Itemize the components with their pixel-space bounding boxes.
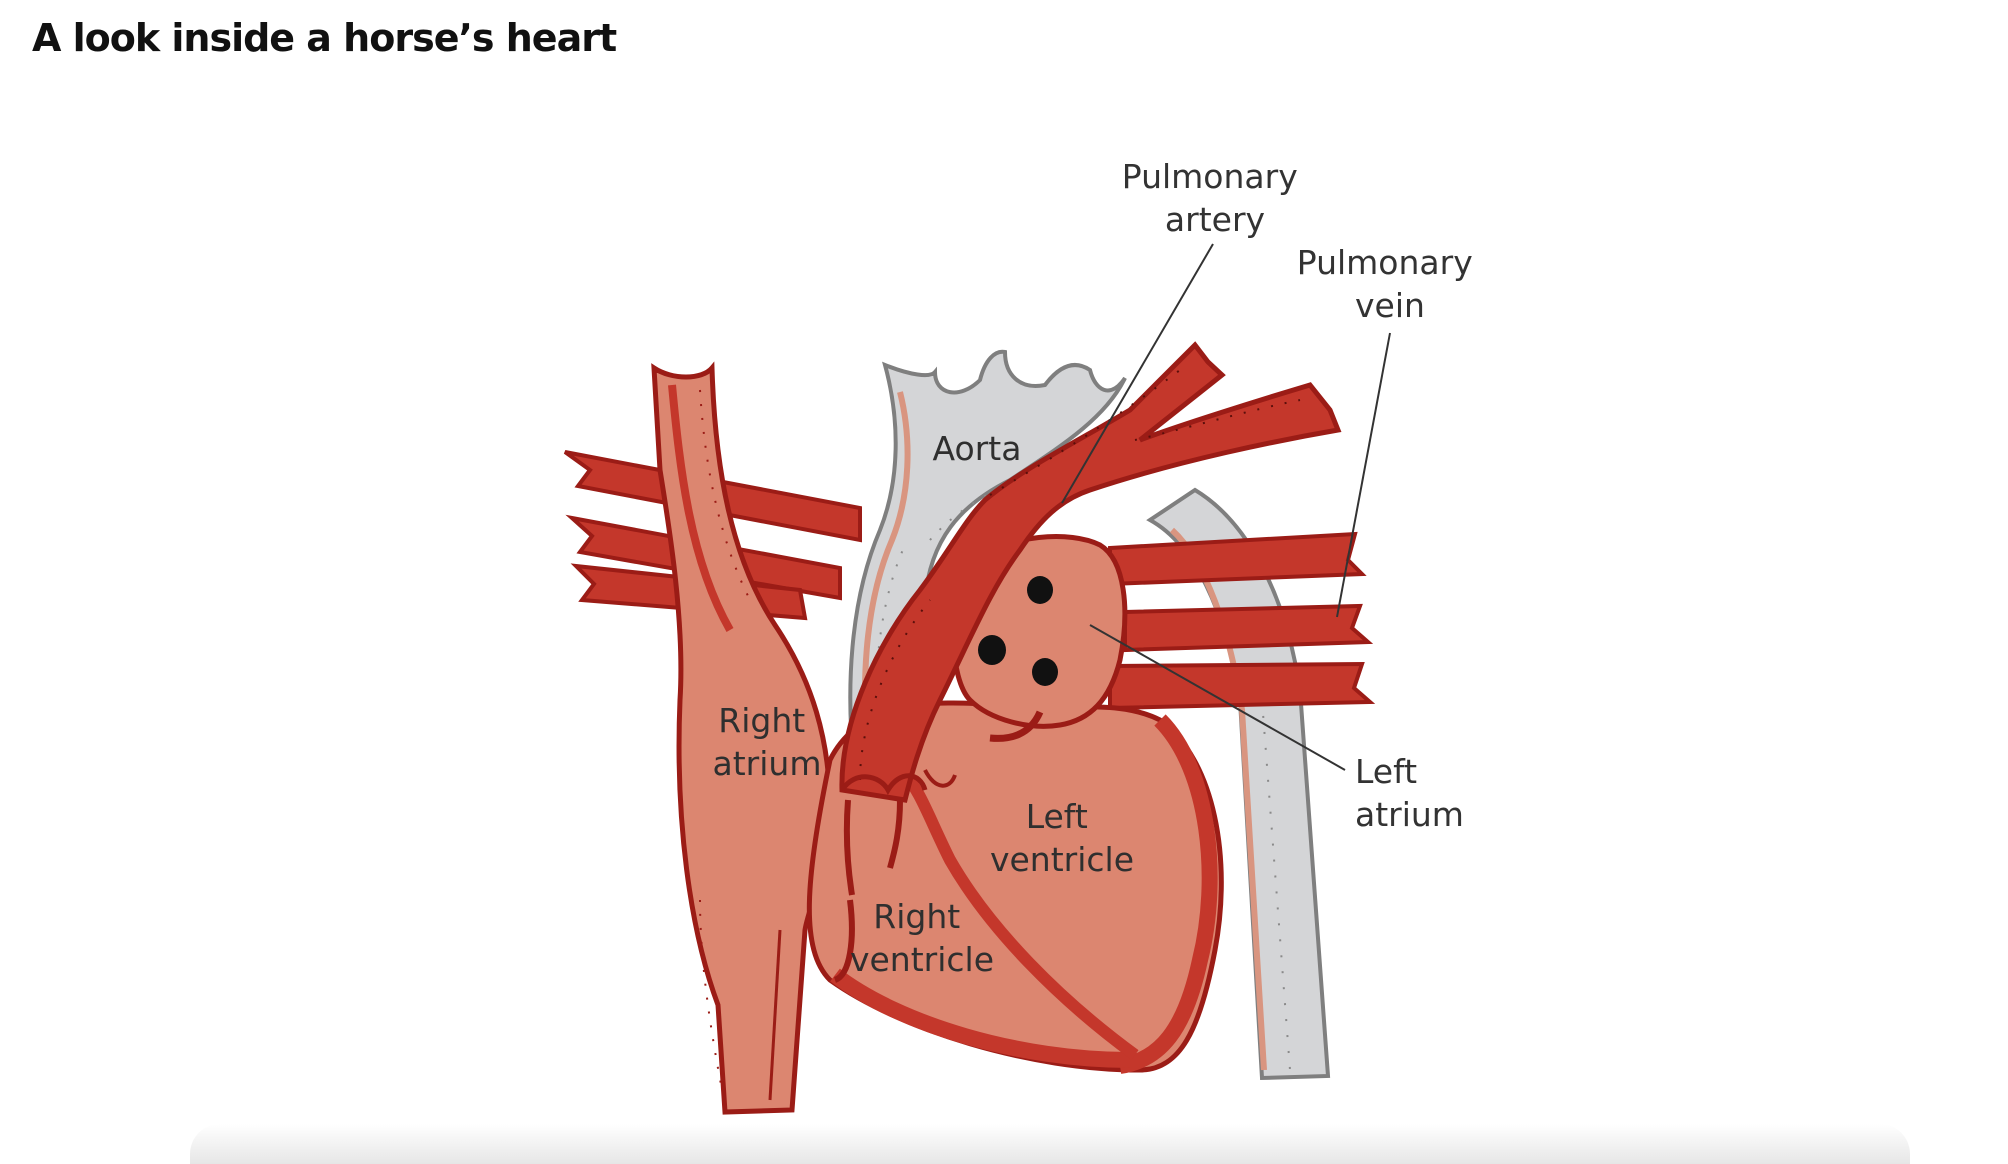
pulmonary-vein-label: Pulmonary vein	[1297, 243, 1483, 325]
left-atrium-leader	[1089, 624, 1346, 771]
right-ventricle-label: Right ventricle	[850, 897, 994, 979]
right-atrium-label-line2: atrium	[713, 744, 822, 783]
right-atrium-label: Right atrium	[713, 701, 822, 783]
left-atrium	[950, 534, 1128, 742]
pulmonary-vein-leader	[1336, 332, 1391, 618]
left-ventricle-label-line2: ventricle	[990, 840, 1134, 879]
bottom-shadow	[190, 1124, 1910, 1164]
pulmonary-artery-leader	[1061, 243, 1214, 504]
pulmonary-vein-label-line2: vein	[1355, 286, 1425, 325]
page-title: A look inside a horse’s heart	[32, 16, 617, 60]
left-ventricle-label: Left ventricle	[990, 797, 1134, 879]
pulmonary-artery-label: Pulmonary artery	[1122, 157, 1308, 239]
pulmonary-artery-label-line2: artery	[1165, 200, 1265, 239]
leader-lines	[1061, 243, 1391, 771]
right-ventricle-label-line1: Right	[873, 897, 960, 936]
vena-cava-right-atrium	[651, 361, 833, 1115]
pulmonary-artery-label-line1: Pulmonary	[1122, 157, 1298, 196]
left-ventricle-label-line1: Left	[1026, 797, 1088, 836]
pulmonary-artery	[839, 341, 1342, 896]
aorta-label: Aorta	[933, 429, 1022, 468]
pulmonary-vein-label-line1: Pulmonary	[1297, 243, 1473, 282]
right-ventricle-label-line2: ventricle	[850, 940, 994, 979]
left-atrium-label: Left atrium	[1355, 752, 1464, 834]
left-atrium-label-line1: Left	[1355, 752, 1417, 791]
heart-ventricles	[806, 700, 1224, 1074]
left-atrium-label-line2: atrium	[1355, 795, 1464, 834]
pulmonary-veins-right	[1108, 531, 1376, 711]
right-atrium-label-line1: Right	[718, 701, 805, 740]
